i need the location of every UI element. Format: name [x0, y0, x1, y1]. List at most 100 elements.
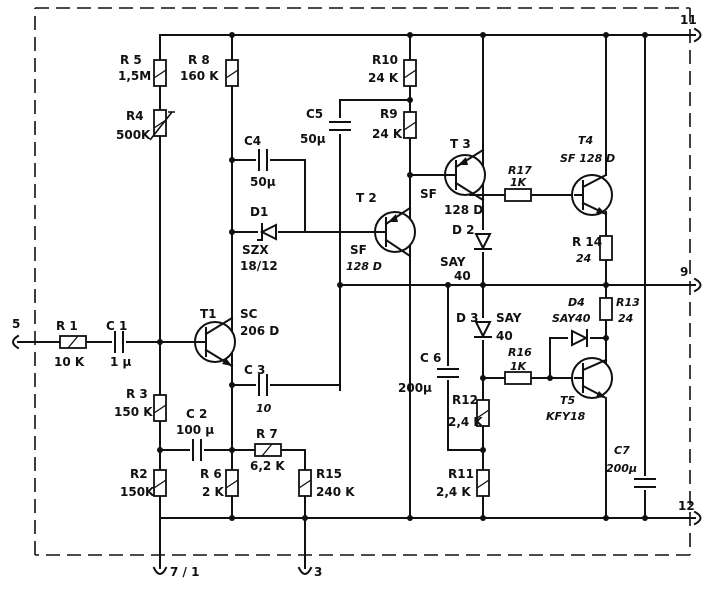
- d4-name: D4: [568, 296, 585, 309]
- r14-value: 24: [576, 252, 591, 265]
- terminal-3-label: 3: [314, 565, 322, 579]
- r3-value: 150 K: [114, 405, 153, 419]
- t1-name: T1: [200, 307, 217, 321]
- t2-value-1: SF: [350, 243, 367, 257]
- resistor-r13: [599, 297, 613, 321]
- diode-d4: [568, 329, 590, 347]
- d1-name: D1: [250, 205, 268, 219]
- resistor-r3: [153, 394, 167, 422]
- t2-value-2: 128 D: [346, 260, 382, 273]
- terminal-7-1: 7 / 1: [152, 565, 199, 579]
- resistor-r14: [599, 235, 613, 261]
- d1-value-1: SZX: [242, 243, 269, 257]
- junction-dots: [157, 32, 648, 521]
- resistor-r9: [403, 111, 417, 139]
- r7-value: 6,2 K: [250, 459, 285, 473]
- c5-value: 50μ: [300, 132, 326, 146]
- resistor-r6: [225, 469, 239, 497]
- d3-value-2: 40: [496, 329, 513, 343]
- c2-name: C 2: [186, 407, 207, 421]
- resistor-r4-pot: [149, 109, 175, 141]
- c5-name: C5: [306, 107, 323, 121]
- r17-value: 1K: [510, 176, 528, 189]
- r9-value: 24 K: [372, 127, 403, 141]
- c6-name: C 6: [420, 351, 441, 365]
- resistor-r15: [298, 469, 312, 497]
- terminal-5: 5: [12, 317, 20, 350]
- t5-name: T5: [560, 394, 576, 407]
- enclosure-border: [34, 7, 691, 556]
- r14-name: R 14: [572, 235, 602, 249]
- r12-value: 2,4 K: [448, 415, 483, 429]
- r9-name: R9: [380, 107, 398, 121]
- transistor-t2: [374, 206, 416, 258]
- t4-value: SF 128 D: [560, 152, 615, 165]
- transistor-t3: [409, 148, 486, 202]
- capacitor-c6: [437, 366, 459, 380]
- resistor-r5: [153, 59, 167, 87]
- capacitor-c3: [256, 374, 270, 396]
- terminal-9: 9: [680, 265, 702, 293]
- c3-name: C 3: [244, 363, 265, 377]
- c4-name: C4: [244, 134, 261, 148]
- r12-name: R12: [452, 393, 478, 407]
- r8-value: 160 K: [180, 69, 219, 83]
- c7-value: 200μ: [606, 462, 637, 475]
- component-labels: R 5 1,5M R4 500K R 8 160 K R10 24 K R9 2…: [54, 53, 640, 499]
- d3-value-1: SAY: [496, 311, 522, 325]
- r1-value: 10 K: [54, 355, 85, 369]
- resistor-r11: [476, 469, 490, 497]
- r2-value: 150K: [120, 485, 155, 499]
- terminal-3: 3: [297, 565, 322, 579]
- r8-name: R 8: [188, 53, 210, 67]
- d2-value-2: 40: [454, 269, 471, 283]
- terminal-5-label: 5: [12, 317, 20, 331]
- r5-value: 1,5M: [118, 69, 151, 83]
- d3-name: D 3: [456, 311, 479, 325]
- c1-name: C 1: [106, 319, 127, 333]
- r11-value: 2,4 K: [436, 485, 471, 499]
- c6-value: 200μ: [398, 381, 432, 395]
- r10-value: 24 K: [368, 71, 399, 85]
- t3-name: T 3: [450, 137, 471, 151]
- r16-value: 1K: [510, 360, 528, 373]
- terminal-12-label: 12: [678, 499, 695, 513]
- c1-value: 1 μ: [110, 355, 132, 369]
- r16-name: R16: [508, 346, 532, 359]
- r11-name: R11: [448, 467, 474, 481]
- c7-name: C7: [614, 444, 630, 457]
- r7-name: R 7: [256, 427, 278, 441]
- terminal-12: 12: [678, 499, 702, 526]
- terminal-7-1-label: 7 / 1: [170, 565, 199, 579]
- resistor-r16: [504, 371, 532, 385]
- resistor-r8: [225, 59, 239, 87]
- t5-value: KFY18: [546, 410, 586, 423]
- capacitor-c4: [256, 149, 270, 171]
- zener-diode-d1: [257, 223, 278, 241]
- resistor-r10: [403, 59, 417, 87]
- t3-value-2: 128 D: [444, 203, 483, 217]
- transistor-t1: [194, 316, 236, 368]
- r2-name: R2: [130, 467, 148, 481]
- capacitor-c7: [634, 476, 656, 490]
- terminal-11-label: 11: [680, 13, 697, 27]
- resistor-r2: [153, 469, 167, 497]
- diode-d2: [474, 230, 492, 252]
- terminal-11: 11: [680, 13, 702, 43]
- resistor-r1: [59, 335, 87, 349]
- diode-d3: [474, 318, 492, 340]
- d2-name: D 2: [452, 223, 475, 237]
- d1-value-2: 18/12: [240, 259, 278, 273]
- r5-name: R 5: [120, 53, 142, 67]
- r17-name: R17: [508, 164, 532, 177]
- r13-name: R13: [616, 296, 640, 309]
- t3-value-1: SF: [420, 187, 437, 201]
- r15-value: 240 K: [316, 485, 355, 499]
- r6-name: R 6: [200, 467, 222, 481]
- r4-name: R4: [126, 109, 144, 123]
- r3-name: R 3: [126, 387, 148, 401]
- c4-value: 50μ: [250, 175, 276, 189]
- t1-value-1: SC: [240, 307, 258, 321]
